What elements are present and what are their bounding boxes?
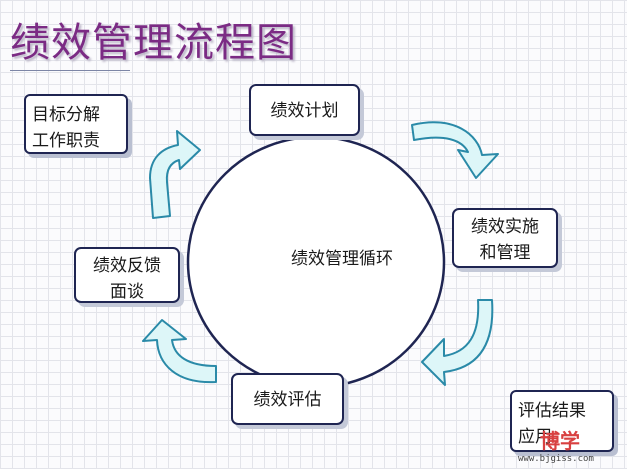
node-evaluate: 绩效评估 <box>231 373 344 425</box>
note-goals-line1: 目标分解 <box>32 105 100 125</box>
node-feedback-line1: 绩效反馈 <box>93 256 161 276</box>
arrow-feedback-to-plan <box>149 130 201 219</box>
cycle-center-label: 绩效管理循环 <box>291 249 393 269</box>
node-evaluate-label: 绩效评估 <box>253 390 322 410</box>
node-plan: 绩效计划 <box>249 84 360 136</box>
node-plan-label: 绩效计划 <box>270 101 339 121</box>
note-goals-line2: 工作职责 <box>32 131 100 151</box>
node-feedback-line2: 面谈 <box>110 282 144 302</box>
node-implement: 绩效实施 和管理 <box>452 208 558 268</box>
node-implement-line1: 绩效实施 <box>471 217 539 237</box>
arrow-implement-to-evaluate <box>421 299 494 386</box>
note-results: 评估结果 应用 <box>510 390 614 452</box>
arrow-evaluate-to-feedback <box>142 319 217 384</box>
note-goals: 目标分解 工作职责 <box>24 94 128 154</box>
watermark-url: www.bjgiss.com <box>518 454 594 464</box>
page-title: 绩效管理流程图 <box>10 20 297 66</box>
title-underline <box>10 70 130 71</box>
watermark-logo: 博学 <box>540 429 580 453</box>
arrow-plan-to-implement <box>411 121 499 179</box>
note-results-line1: 评估结果 <box>518 401 586 421</box>
note-results-line2: 应用 <box>518 427 552 447</box>
node-implement-line2: 和管理 <box>479 243 531 263</box>
node-feedback: 绩效反馈 面谈 <box>74 247 180 303</box>
